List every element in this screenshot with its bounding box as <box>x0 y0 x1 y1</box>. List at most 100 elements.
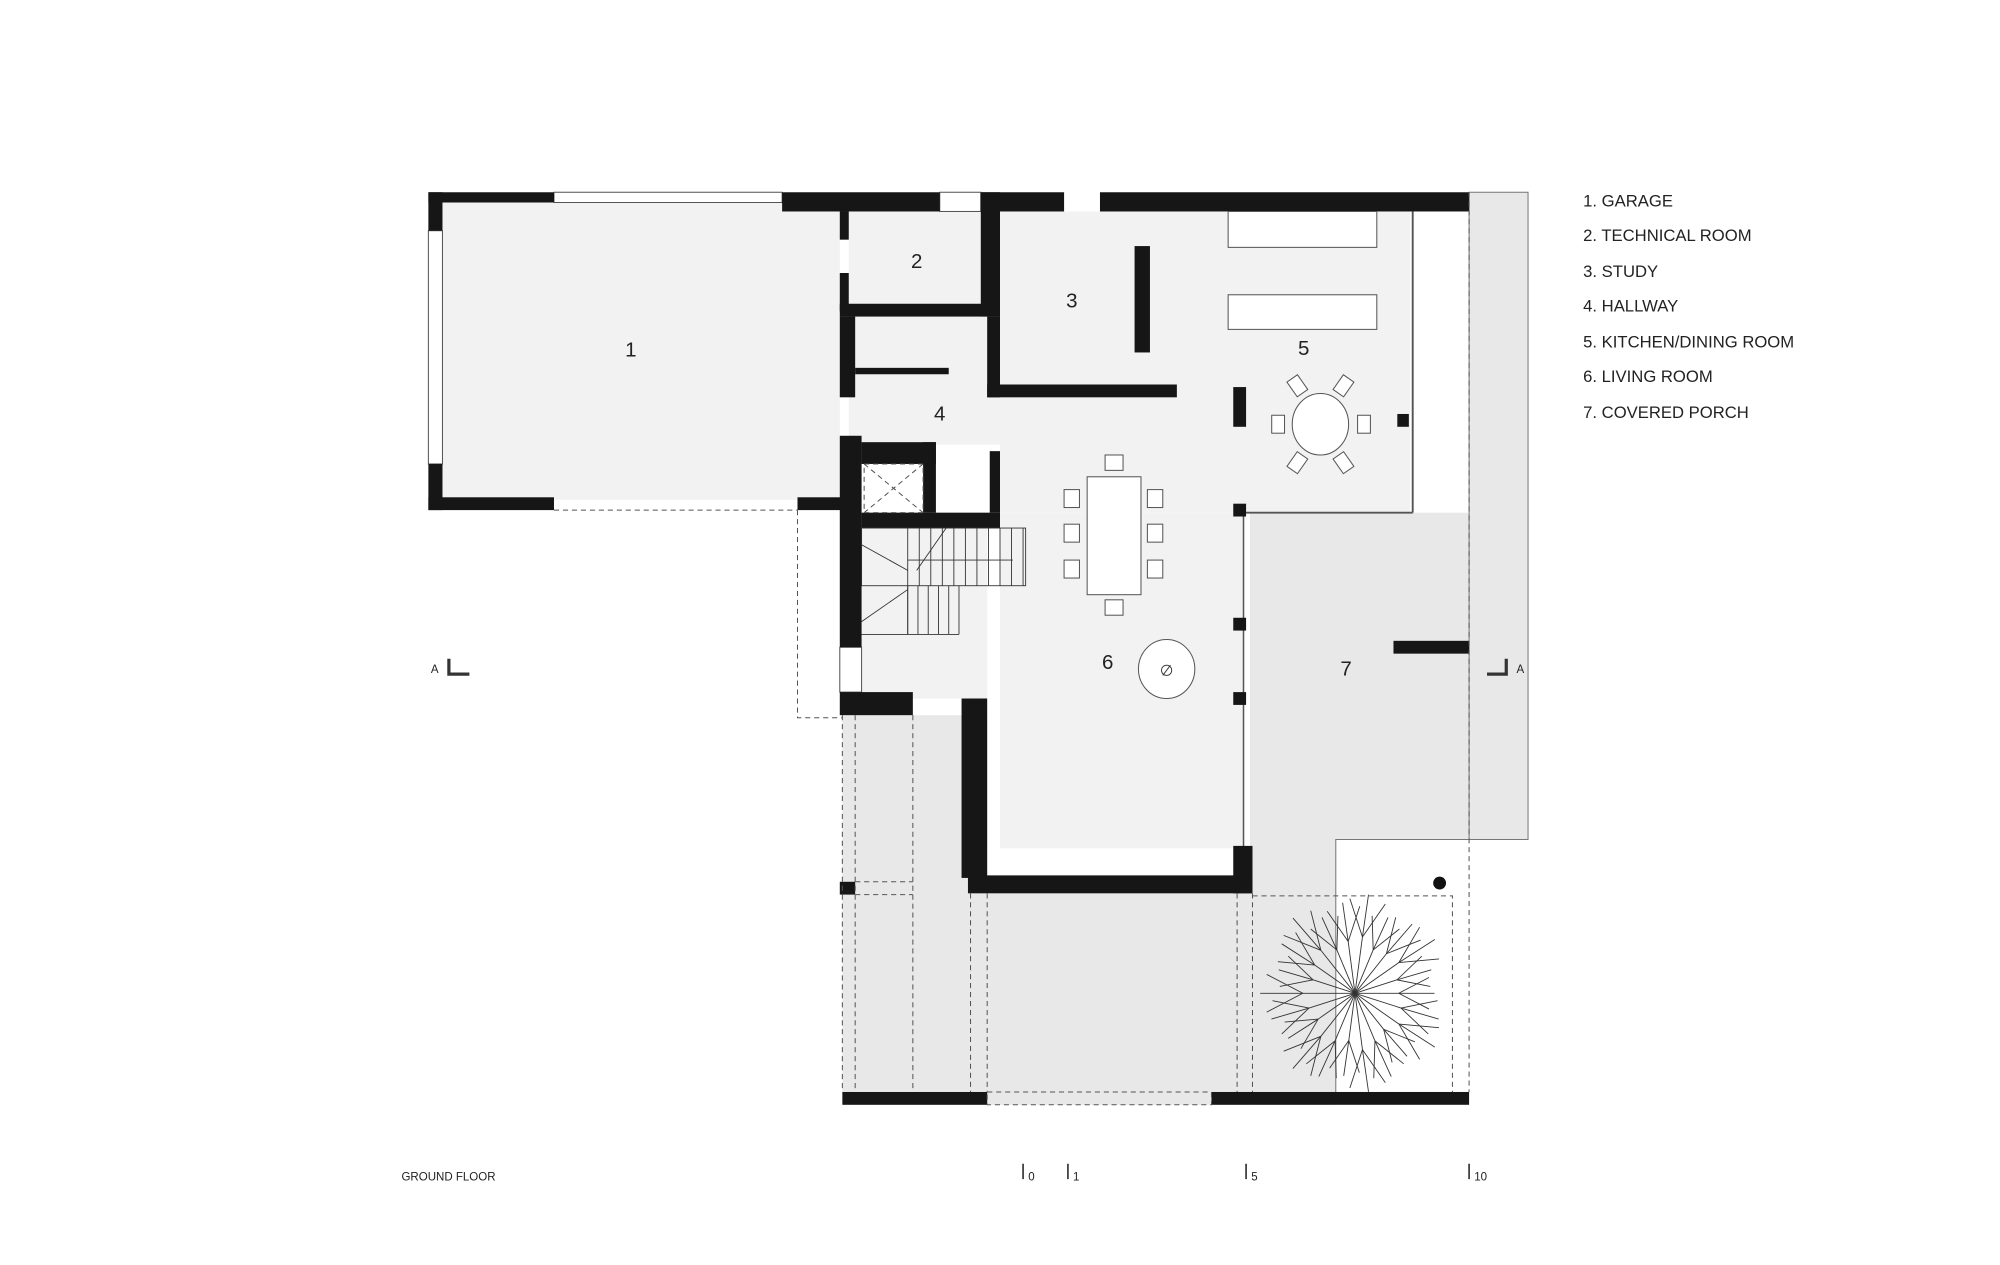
room-legend: 1. GARAGE 2. TECHNICAL ROOM 3. STUDY 4. … <box>1583 191 1794 421</box>
svg-text:7. COVERED PORCH: 7. COVERED PORCH <box>1583 403 1749 422</box>
drawing-line <box>1287 1018 1319 1039</box>
drawing-line <box>1398 926 1421 963</box>
drawing-line <box>1347 906 1361 942</box>
drawing-line <box>1400 1007 1429 1035</box>
svg-text:A: A <box>1517 664 1525 676</box>
drawing-line <box>1334 1040 1337 1079</box>
svg-text:1: 1 <box>1073 1171 1079 1183</box>
drawing-line <box>1362 903 1386 938</box>
drawing-line <box>1283 1035 1322 1052</box>
drawing-line <box>1326 910 1349 942</box>
drawing-line <box>1349 898 1363 938</box>
drawing-line <box>1354 992 1402 1009</box>
drawing-line <box>1292 1036 1322 1069</box>
drawing-line <box>1292 917 1322 951</box>
drawing-line <box>1284 1018 1319 1023</box>
drawing-line <box>1321 917 1338 951</box>
drawing-line <box>1354 993 1384 1030</box>
svg-text:2. TECHNICAL ROOM: 2. TECHNICAL ROOM <box>1583 226 1751 245</box>
drawing-line <box>1283 934 1322 951</box>
drawing-line <box>1354 936 1363 994</box>
drawing-line <box>1383 1029 1393 1063</box>
garage-side-window <box>427 230 443 465</box>
room-number-technical: 2 <box>911 250 922 273</box>
drawing-line <box>1349 1049 1363 1089</box>
drawing-line <box>1372 917 1389 951</box>
room-number-living: 6 <box>1102 651 1113 674</box>
drawing-line <box>1336 915 1339 950</box>
drawing-line <box>1398 939 1436 963</box>
drawing-line <box>1271 1007 1310 1020</box>
drawing-line <box>1342 902 1349 942</box>
drawing-line <box>1371 915 1374 950</box>
drawing-line <box>1354 993 1363 1050</box>
drawing-line <box>1314 964 1356 994</box>
drawing-line <box>1354 979 1398 994</box>
drawing-line <box>1287 955 1314 981</box>
drawing-line <box>1396 955 1423 981</box>
drawing-line <box>1383 1029 1408 1057</box>
drawing-line <box>1348 993 1356 1041</box>
drawing-line <box>1281 1007 1310 1035</box>
garage-window <box>553 191 783 204</box>
drawing-line <box>1400 1007 1439 1020</box>
column-dot <box>1433 876 1447 890</box>
drawing-title: GROUND FLOOR <box>401 1171 495 1183</box>
drawing-line <box>1300 1018 1319 1049</box>
drawing-line <box>1396 969 1432 981</box>
svg-text:5. KITCHEN/DINING ROOM: 5. KITCHEN/DINING ROOM <box>1583 332 1794 351</box>
drawing-line <box>1372 928 1400 951</box>
drawing-line <box>861 589 908 622</box>
drawing-line <box>1398 1023 1440 1029</box>
drawing-line <box>1373 1040 1376 1079</box>
elevator-shaft <box>863 463 924 514</box>
drawing-line <box>1354 993 1376 1042</box>
svg-text:1. GARAGE: 1. GARAGE <box>1583 191 1673 210</box>
svg-text:3. STUDY: 3. STUDY <box>1583 262 1658 281</box>
drawing-line <box>1386 939 1421 955</box>
drawing-line <box>1383 1028 1415 1043</box>
drawing-line <box>1398 958 1440 963</box>
drawing-line <box>1398 1023 1436 1048</box>
drawing-line <box>1310 910 1322 951</box>
drawing-line <box>1347 941 1356 994</box>
walls <box>428 192 1470 1105</box>
drawing-line <box>1398 992 1430 1010</box>
drawing-line <box>1354 992 1400 1025</box>
drawing-line <box>1279 979 1314 987</box>
room-number-kitchen: 5 <box>1298 337 1309 360</box>
drawing-line <box>1277 961 1315 966</box>
tree-symbol <box>1260 894 1440 1092</box>
drawing-line <box>1320 950 1356 994</box>
svg-text:4. HALLWAY: 4. HALLWAY <box>1583 296 1678 315</box>
fireplace <box>1137 639 1196 700</box>
drawing-line <box>1295 932 1316 966</box>
drawing-line <box>1306 1040 1336 1065</box>
dining-table <box>1063 454 1164 616</box>
drawing-line <box>1343 1040 1350 1076</box>
room-number-study: 3 <box>1066 290 1077 313</box>
drawing-line <box>1398 977 1430 994</box>
kitchen-island <box>1227 294 1378 330</box>
drawing-line <box>1334 993 1356 1042</box>
drawing-line <box>1281 943 1315 966</box>
drawing-line <box>1362 1049 1386 1083</box>
round-dining-table <box>1271 374 1371 475</box>
drawing-line <box>1385 917 1397 954</box>
overhead-lines <box>553 192 1470 1106</box>
svg-text:5: 5 <box>1251 1171 1257 1183</box>
drawing-line <box>1354 953 1387 994</box>
room-number-garage: 1 <box>625 338 636 361</box>
drawing-line <box>1396 979 1431 987</box>
drawing-line <box>1317 992 1356 1020</box>
drawing-line <box>1400 1000 1438 1009</box>
drawing-line <box>1336 949 1356 994</box>
drawing-line <box>1308 992 1356 1009</box>
drawing-line <box>1361 1049 1369 1092</box>
svg-text:10: 10 <box>1474 1171 1487 1183</box>
scale-bar: 0 1 5 10 <box>1022 1163 1487 1183</box>
drawing-line <box>1278 969 1314 981</box>
drawing-line <box>1374 1040 1392 1077</box>
staircase <box>861 527 1027 635</box>
